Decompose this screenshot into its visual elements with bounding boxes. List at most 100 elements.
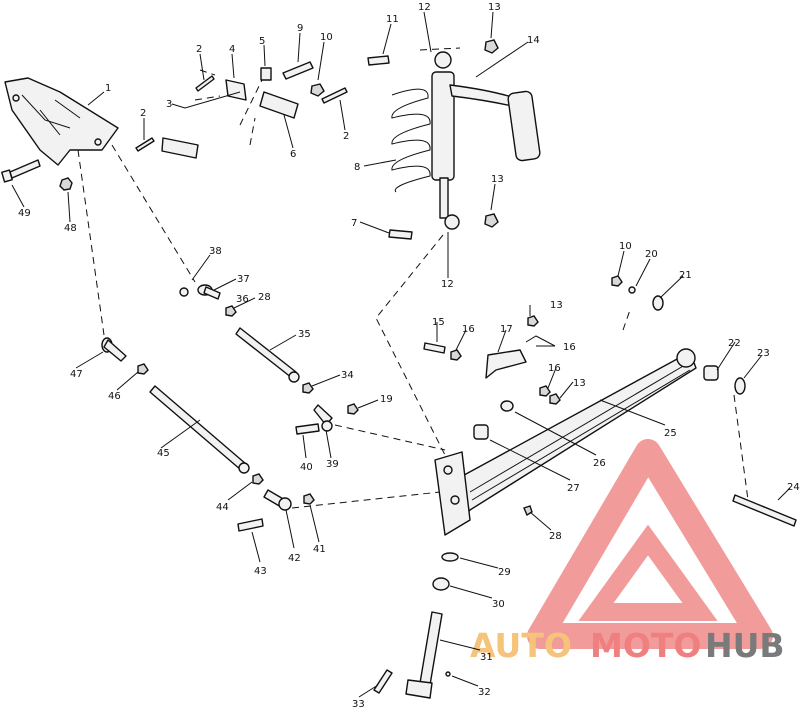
bracket-4 <box>225 79 247 101</box>
bushing-22 <box>703 365 719 381</box>
watermark-word-moto: MOTO <box>590 626 701 665</box>
callout-25: 25 <box>664 428 677 439</box>
shaft-24 <box>732 494 797 527</box>
callout-16b: 16 <box>563 342 576 353</box>
nut-41 <box>303 493 315 505</box>
callout-28a: 28 <box>549 531 562 542</box>
callout-13d: 13 <box>573 378 586 389</box>
callout-46: 46 <box>108 391 121 402</box>
nut-48 <box>59 177 73 191</box>
nut-46 <box>137 363 149 375</box>
callout-42: 42 <box>288 553 301 564</box>
callout-26: 26 <box>593 458 606 469</box>
callout-32: 32 <box>478 687 491 698</box>
bolt-2c <box>321 87 348 104</box>
spindle-31 <box>405 611 443 699</box>
callout-35: 35 <box>298 329 311 340</box>
nut-36 <box>225 305 237 317</box>
callout-10b: 10 <box>619 241 632 252</box>
bolt-26 <box>500 400 514 412</box>
callout-1: 1 <box>105 83 111 94</box>
bushing-27 <box>473 424 489 440</box>
tie-rod-end-37 <box>197 284 221 300</box>
coil-spring <box>391 88 431 193</box>
callout-43: 43 <box>254 566 267 577</box>
frame-bracket <box>4 77 119 166</box>
callout-7: 7 <box>351 218 357 229</box>
shock-absorber <box>431 51 460 230</box>
ring-23 <box>734 377 746 395</box>
tie-rod-end-39 <box>313 404 333 432</box>
callout-17: 17 <box>500 324 513 335</box>
bolt-7 <box>388 229 413 240</box>
watermark-word-auto: AUTO <box>470 626 572 665</box>
callout-9: 9 <box>297 23 303 34</box>
callout-15: 15 <box>432 317 445 328</box>
callout-19: 19 <box>380 394 393 405</box>
shock-reservoir <box>449 84 541 162</box>
callout-30: 30 <box>492 599 505 610</box>
callout-41: 41 <box>313 544 326 555</box>
callout-23: 23 <box>757 348 770 359</box>
callout-49: 49 <box>18 208 31 219</box>
watermark-word-hub: HUB <box>705 626 785 665</box>
spacer-5 <box>260 67 272 81</box>
bolt-33 <box>373 669 393 694</box>
callout-labels: 1 2 2 2 3 4 5 6 7 8 9 10 10 11 12 12 13 … <box>18 2 800 708</box>
bolt-2a <box>195 75 215 92</box>
callout-leaders <box>11 11 791 698</box>
washer-20 <box>628 286 636 294</box>
bolt-40 <box>295 423 320 435</box>
callout-12b: 12 <box>441 279 454 290</box>
nut-44 <box>252 473 264 485</box>
callout-48: 48 <box>64 223 77 234</box>
callout-11: 11 <box>386 14 399 25</box>
callout-37: 37 <box>237 274 250 285</box>
watermark-wordmark: AUTO MOTO HUB <box>470 626 785 665</box>
callout-31: 31 <box>480 652 493 663</box>
callout-38: 38 <box>209 246 222 257</box>
callout-39: 39 <box>326 459 339 470</box>
callout-45: 45 <box>157 448 170 459</box>
bolt-2b <box>135 137 155 152</box>
tie-rod-45 <box>149 385 250 474</box>
callout-21: 21 <box>679 270 692 281</box>
callout-44: 44 <box>216 502 229 513</box>
spacer-30 <box>432 577 450 591</box>
ring-21 <box>652 295 664 311</box>
tie-rod-end-47 <box>101 337 127 362</box>
callout-28b: 28 <box>258 292 271 303</box>
pin-32 <box>445 671 451 677</box>
nut-10a <box>310 83 325 97</box>
callout-13c: 13 <box>550 300 563 311</box>
nut-13b <box>484 213 499 228</box>
bracket-6 <box>259 91 299 119</box>
bolt-43 <box>237 518 264 532</box>
washer-38 <box>179 287 189 297</box>
callout-40: 40 <box>300 462 313 473</box>
bolt-49 <box>1 159 41 183</box>
callout-16c: 16 <box>548 363 561 374</box>
watermark-triangle-inner <box>578 524 718 621</box>
tie-rod-end-42 <box>263 489 292 511</box>
spindle-housing <box>434 451 471 536</box>
callout-27: 27 <box>567 483 580 494</box>
nut-16a <box>450 349 462 361</box>
callout-10a: 10 <box>320 32 333 43</box>
spacer-29 <box>441 552 459 562</box>
callout-13b: 13 <box>491 174 504 185</box>
nut-13c <box>527 315 539 327</box>
callout-34: 34 <box>341 370 354 381</box>
callout-24: 24 <box>787 482 800 493</box>
callout-22: 22 <box>728 338 741 349</box>
callout-16a: 16 <box>462 324 475 335</box>
watermark-triangle-outer <box>527 439 773 649</box>
callout-33: 33 <box>352 699 365 708</box>
callout-13a: 13 <box>488 2 501 13</box>
watermark-logo <box>527 439 773 649</box>
nut-28 <box>523 505 533 517</box>
callout-6: 6 <box>290 149 296 160</box>
nut-34 <box>302 382 314 394</box>
